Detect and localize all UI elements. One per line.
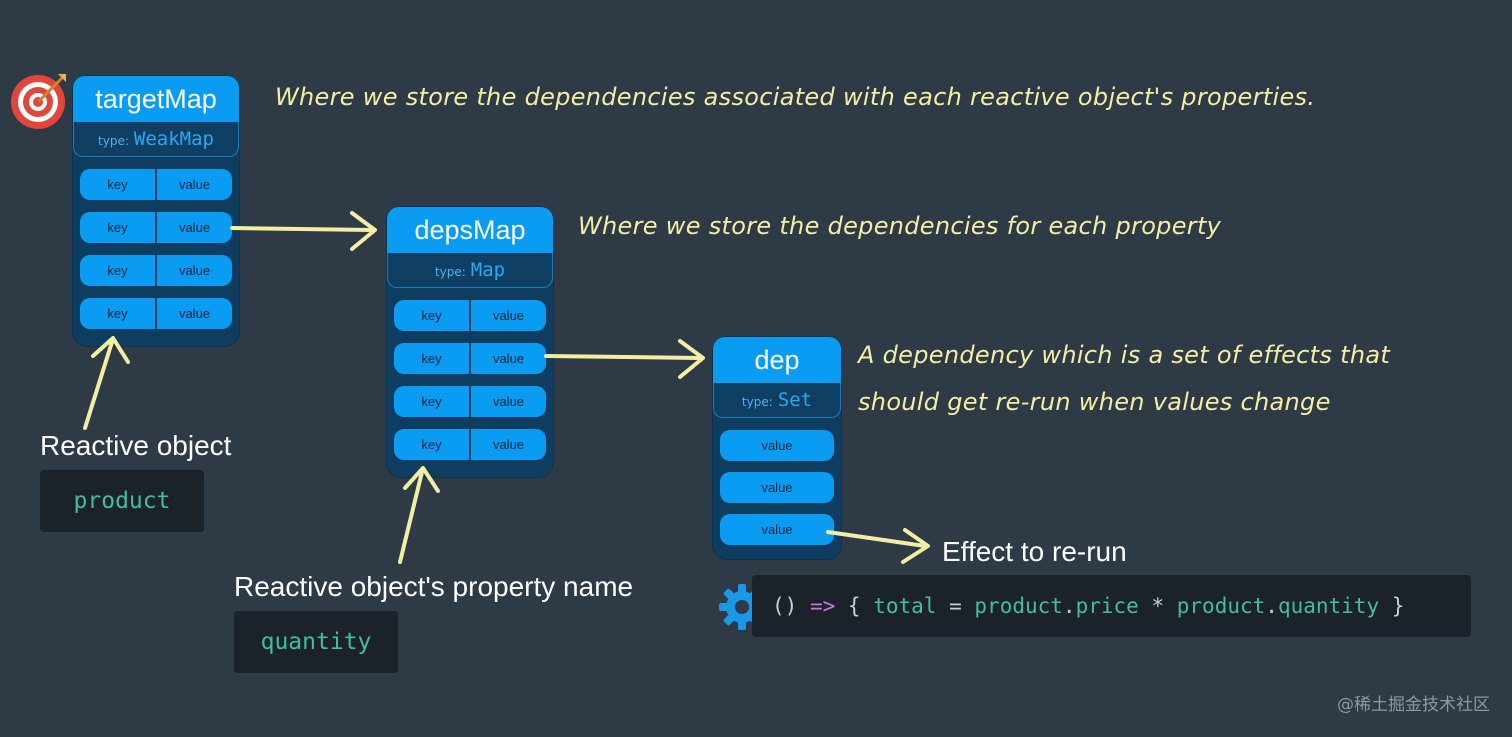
dep-value: value (720, 514, 834, 545)
row-key: key (394, 300, 471, 331)
code-arrow: => (809, 594, 836, 618)
depsmap-note: Where we store the dependencies for each… (578, 212, 1222, 240)
type-label: type: (434, 265, 466, 279)
arrow-to-depsmap (230, 226, 374, 232)
type-label: type: (98, 134, 129, 148)
targetmap-row: key value (80, 255, 232, 286)
property-name-label: Reactive object's property name (234, 571, 634, 602)
code-price: price (1075, 594, 1139, 618)
row-key: key (80, 298, 157, 329)
depsmap-row: key value (394, 300, 546, 331)
dep-value: value (720, 430, 834, 461)
dep-value: value (720, 472, 834, 503)
watermark: @稀土掘金技术社区 (1337, 695, 1490, 715)
arrow-to-dep (544, 354, 702, 360)
code-product: product (974, 594, 1063, 618)
targetmap-title: targetMap (73, 76, 239, 122)
arrow-to-effect-head (901, 528, 930, 564)
targetmap-box: targetMap type: WeakMap key value key value… (73, 76, 239, 346)
type-value: Set (777, 389, 813, 411)
code-mul: * (1151, 594, 1165, 618)
target-icon (10, 70, 70, 130)
row-key: key (80, 255, 157, 286)
dep-note-line1: A dependency which is a set of effects t… (858, 341, 1391, 369)
arrow-property-name-head (403, 466, 440, 493)
depsmap-row: key value (394, 386, 546, 417)
type-value: Map (470, 259, 506, 281)
reactive-object-label: Reactive object (40, 430, 232, 461)
depsmap-row: key value (394, 429, 546, 460)
depsmap-box: depsMap type: Map key value key value key va… (387, 207, 553, 477)
arrow-reactive-object (83, 340, 114, 430)
arrow-reactive-object-head (91, 336, 130, 364)
row-value: value (178, 263, 211, 278)
dep-note-line2: should get re-run when values change (858, 388, 1331, 416)
effect-code: () => { total = product.price * product.… (752, 575, 1471, 637)
code-parens: () (772, 594, 798, 618)
code-quantity: quantity (1277, 594, 1380, 618)
row-value: value (178, 177, 211, 192)
effect-label: Effect to re-run (942, 536, 1127, 567)
code-eq: = (949, 594, 962, 618)
targetmap-type: type: WeakMap (73, 122, 239, 157)
row-value: value (492, 394, 525, 409)
property-name-code: quantity (234, 611, 398, 673)
row-key: key (80, 169, 157, 200)
row-key: key (80, 212, 157, 243)
targetmap-row: key value (80, 212, 232, 243)
targetmap-row: key value (80, 169, 232, 200)
reactive-object-value: product (73, 488, 171, 514)
arrow-property-name (398, 470, 424, 564)
depsmap-type: type: Map (387, 253, 553, 288)
code-brace-open: { (847, 594, 861, 618)
arrow-to-dep-head (678, 339, 705, 379)
row-value: value (492, 437, 525, 452)
code-brace-close: } (1391, 594, 1405, 618)
row-value: value (178, 220, 211, 235)
code-total: total (873, 594, 937, 618)
arrow-to-effect (826, 530, 927, 548)
targetmap-row: key value (80, 298, 232, 329)
row-key: key (394, 343, 471, 374)
code-dot: . (1062, 594, 1076, 618)
code-product: product (1176, 594, 1266, 618)
type-value: WeakMap (133, 128, 214, 150)
code-dot: . (1265, 594, 1278, 618)
dep-type: type: Set (713, 383, 841, 418)
targetmap-note: Where we store the dependencies associat… (275, 83, 1316, 111)
row-key: key (394, 429, 471, 460)
row-value: value (492, 308, 525, 323)
row-value: value (492, 351, 525, 366)
row-key: key (394, 386, 471, 417)
row-value: value (178, 306, 211, 321)
arrow-to-depsmap-head (350, 211, 377, 251)
type-label: type: (741, 395, 773, 409)
depsmap-title: depsMap (387, 207, 553, 253)
reactive-object-code: product (40, 470, 204, 532)
dep-title: dep (713, 337, 841, 383)
depsmap-row: key value (394, 343, 546, 374)
dep-box: dep type: Set value value value (713, 337, 841, 559)
property-name-value: quantity (260, 629, 372, 655)
